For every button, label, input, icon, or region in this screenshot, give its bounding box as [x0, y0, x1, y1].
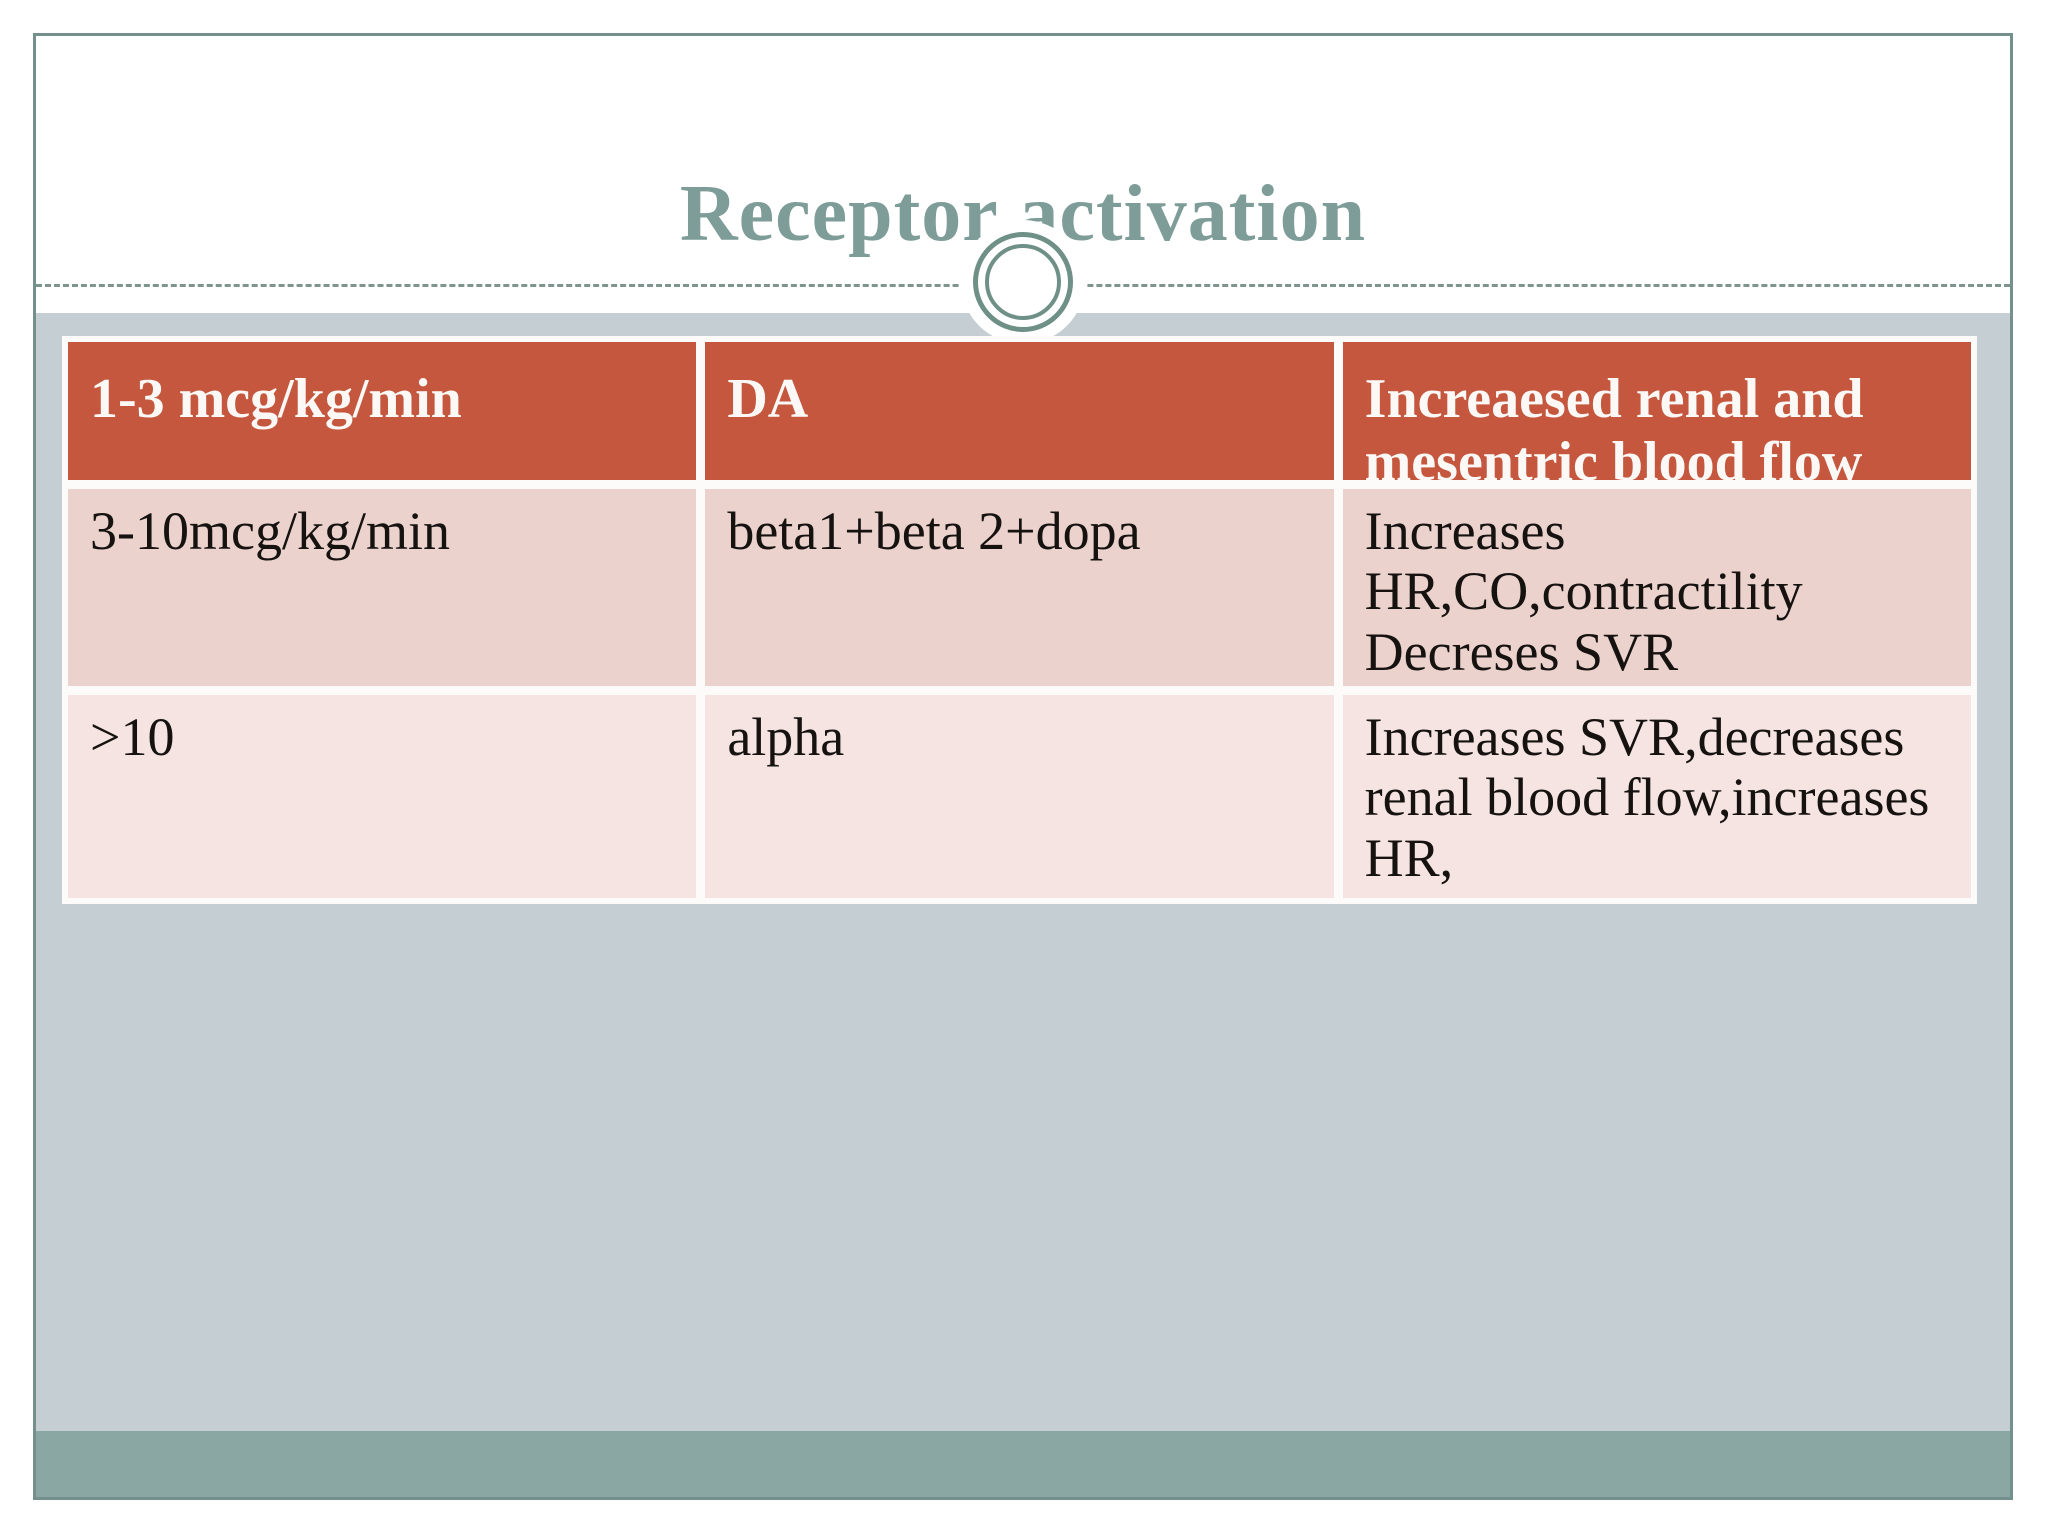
table-cell-row2-receptor: alpha	[705, 695, 1334, 898]
table-cell-row2-dose: >10	[68, 695, 697, 898]
header-cell-receptor: DA	[705, 342, 1334, 480]
table-cell-row2-effect: Increases SVR,decreases renal blood flow…	[1342, 695, 1971, 898]
bottom-accent-band	[36, 1431, 2010, 1497]
header-cell-effect: Increaesed renal and mesentric blood flo…	[1342, 342, 1971, 480]
receptor-activation-table: 1-3 mcg/kg/min DA Increaesed renal and m…	[62, 336, 1977, 904]
table-cell-row1-dose: 3-10mcg/kg/min	[68, 489, 697, 686]
circle-ornament-inner-ring	[985, 244, 1061, 320]
circle-ornament-outer-ring	[973, 232, 1073, 332]
table-cell-row1-receptor: beta1+beta 2+dopa	[705, 489, 1334, 686]
circle-ornament-icon	[961, 220, 1085, 344]
slide-frame: Receptor activation 1-3 mcg/kg/min DA In…	[33, 33, 2013, 1500]
header-cell-dose-range: 1-3 mcg/kg/min	[68, 342, 697, 480]
table-cell-row1-effect: Increases HR,CO,contractility Decreses S…	[1342, 489, 1971, 686]
